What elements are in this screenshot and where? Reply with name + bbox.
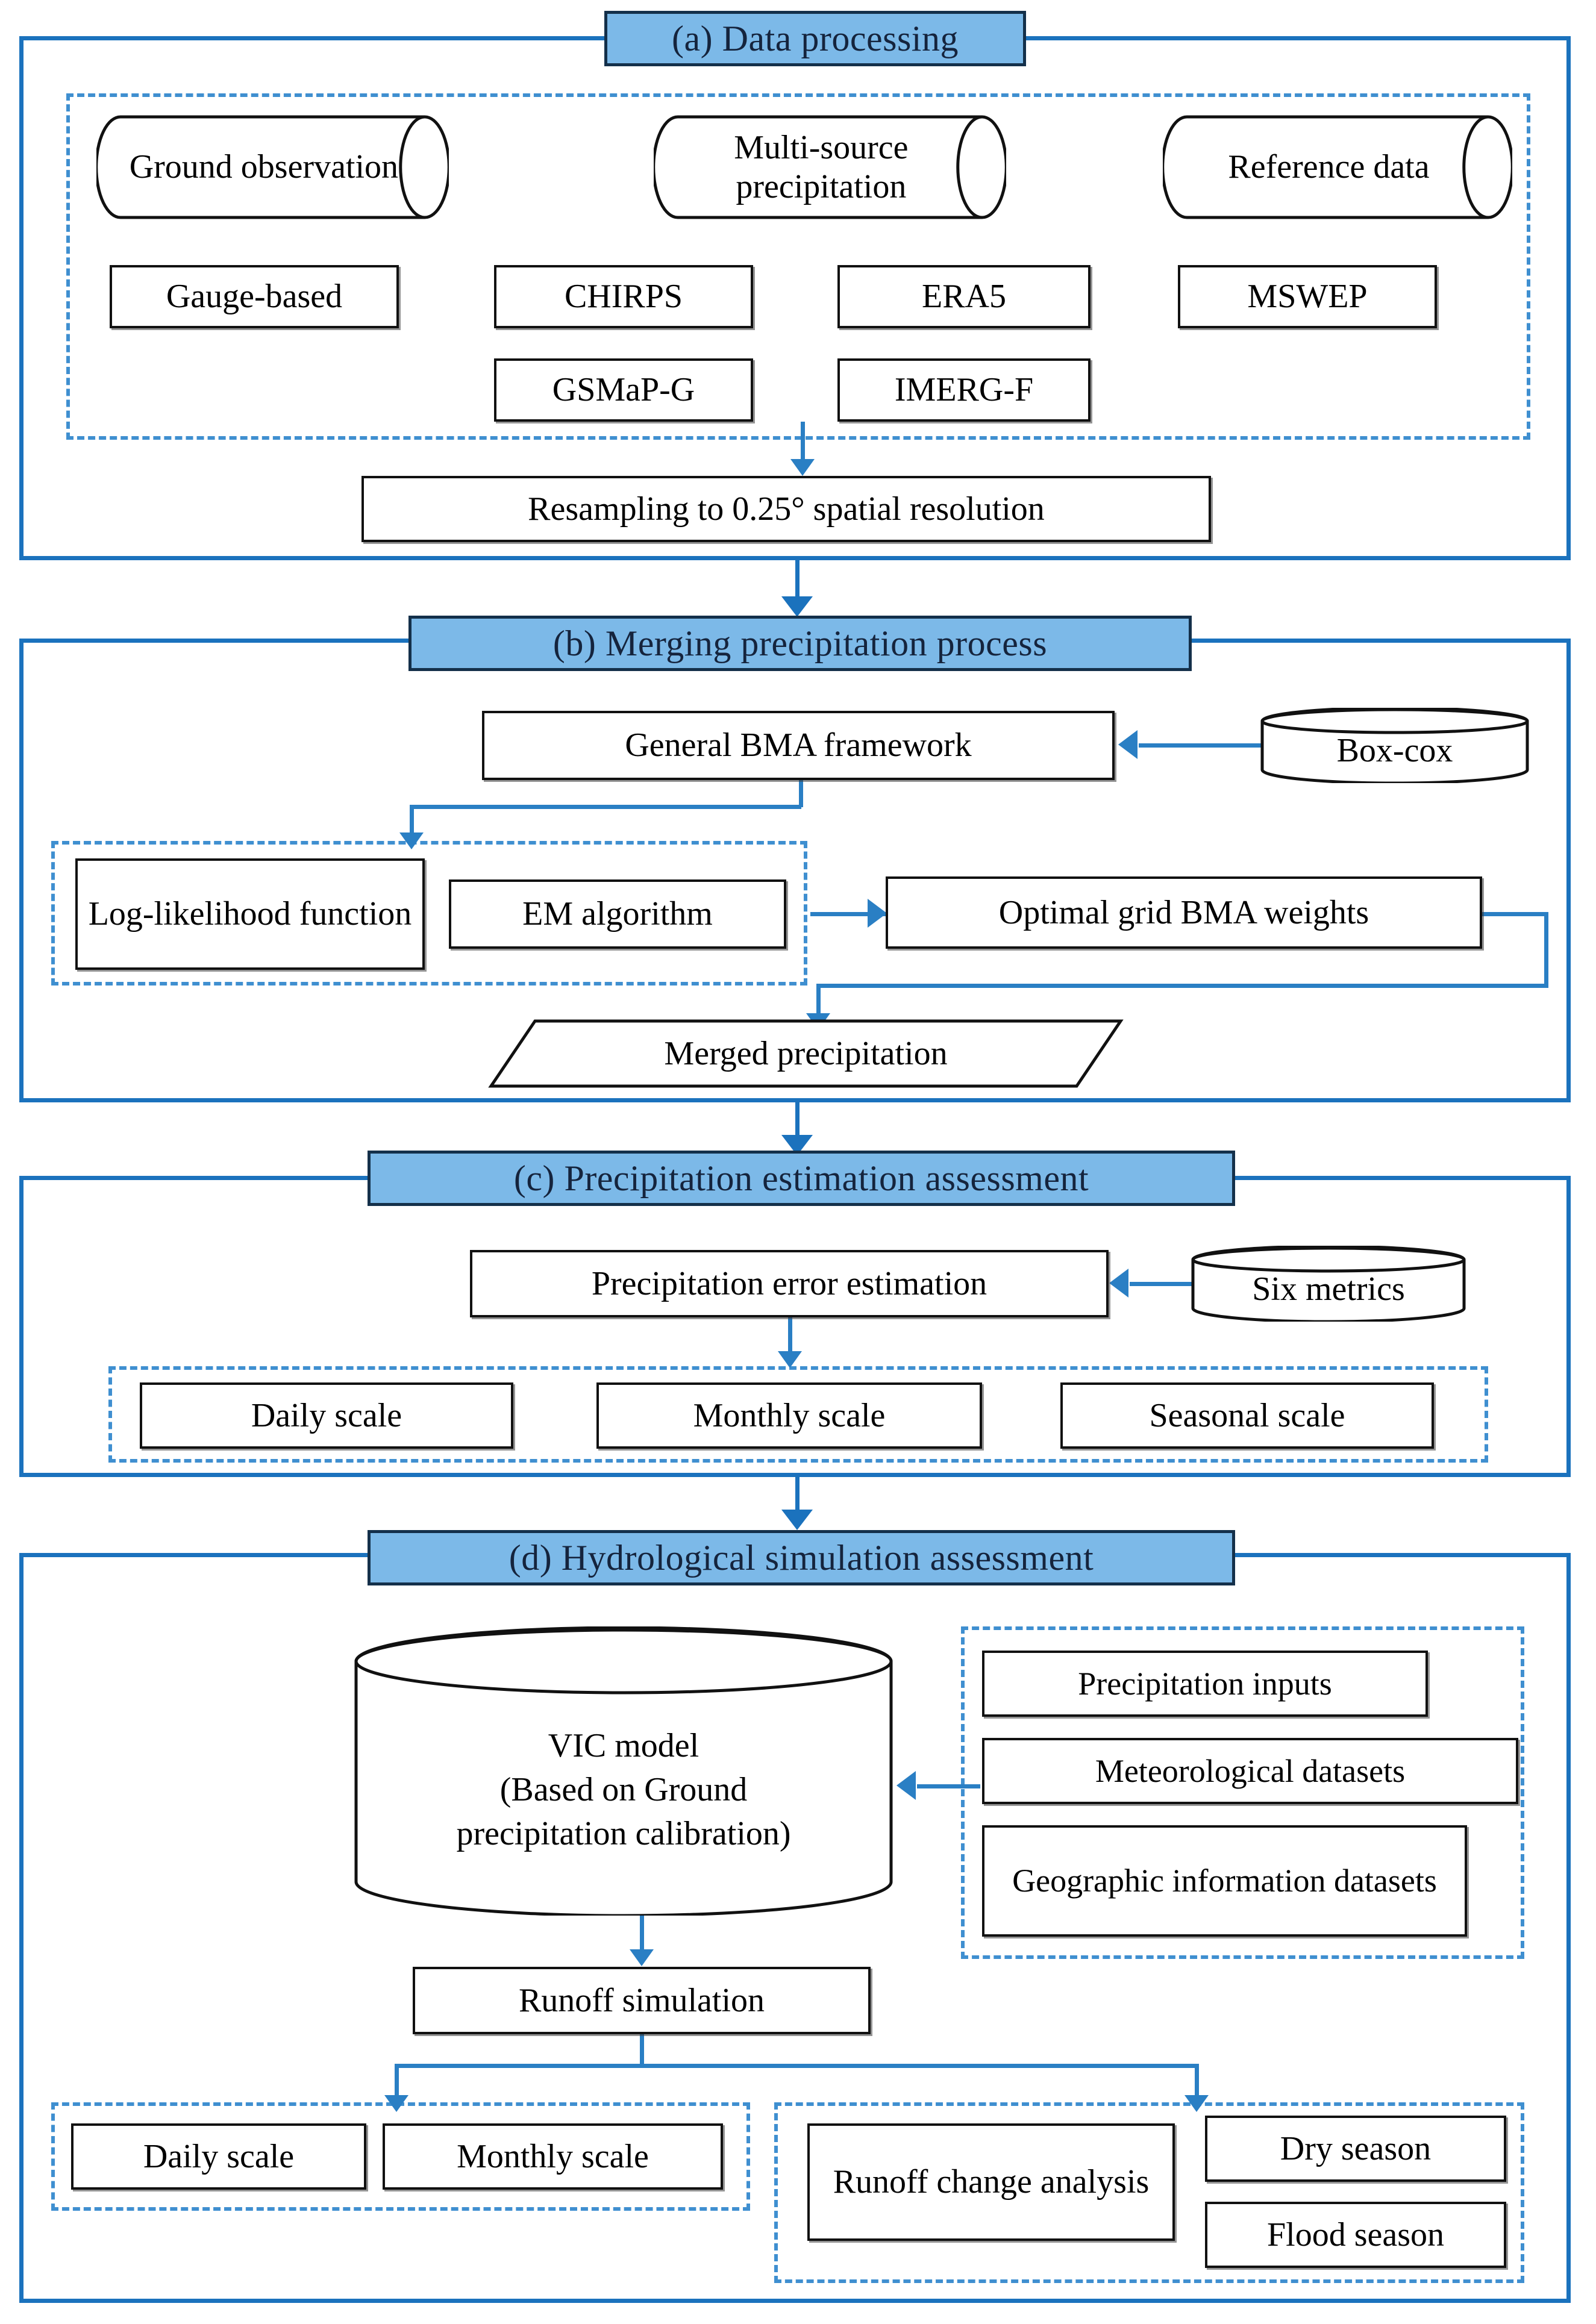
vic-model-line-2: (Based on Ground <box>499 1770 748 1808</box>
arrow-runoff-right-branch <box>1184 2095 1209 2112</box>
connector-weights-to-merged <box>816 984 821 1017</box>
reference-data-cylinder: Reference data <box>1163 114 1512 220</box>
section-d-analysis-group <box>774 2102 1524 2283</box>
em-algorithm-box: EM algorithm <box>449 879 786 949</box>
arrow-runoff-left-branch <box>384 2095 408 2112</box>
dataset-box-gsmap-g: GSMaP-G <box>494 358 753 422</box>
section-a-sources-group <box>66 93 1530 440</box>
input-box-precipitation-inputs: Precipitation inputs <box>982 1651 1428 1717</box>
six-metrics-label: Six metrics <box>1252 1270 1405 1308</box>
scale-box-daily: Daily scale <box>140 1382 513 1449</box>
connector-runoff-down <box>640 2034 644 2066</box>
vic-model-line-3: precipitation calibration) <box>456 1815 791 1853</box>
dataset-box-era5: ERA5 <box>837 265 1091 328</box>
section-b-title: (b) Merging precipitation process <box>408 616 1192 671</box>
ground-observation-cylinder: Ground observation <box>96 114 449 220</box>
arrow-a-to-resampling <box>790 459 815 476</box>
connector-boxcox-to-framework <box>1139 743 1262 748</box>
runoff-simulation-box: Runoff simulation <box>413 1967 871 2034</box>
connector-weights-right <box>1479 912 1548 916</box>
connector-framework-left <box>410 805 801 809</box>
reference-data-label: Reference data <box>1228 148 1430 186</box>
precipitation-error-estimation-box: Precipitation error estimation <box>470 1250 1109 1317</box>
arrow-em-to-weights <box>868 899 887 928</box>
scale-box-monthly: Monthly scale <box>596 1382 982 1449</box>
connector-c-to-d <box>795 1477 800 1514</box>
connector-vic-to-runoff <box>640 1916 644 1953</box>
connector-runoff-right-branch <box>1195 2064 1199 2099</box>
connector-metrics-to-error <box>1130 1282 1193 1286</box>
general-bma-framework-box: General BMA framework <box>482 711 1115 780</box>
box-cox-cylinder: Box-cox <box>1259 708 1530 783</box>
section-b-em-group <box>51 841 807 986</box>
connector-runoff-left-branch <box>395 2064 399 2099</box>
vic-model-line-1: VIC model <box>548 1726 699 1764</box>
dry-season-box: Dry season <box>1205 2116 1506 2182</box>
merged-precipitation-label: Merged precipitation <box>664 1035 948 1072</box>
section-c-title: (c) Precipitation estimation assessment <box>368 1151 1235 1206</box>
d-scale-box-daily: Daily scale <box>71 2123 366 2190</box>
connector-a-to-b <box>795 560 800 601</box>
runoff-change-analysis-label: Runoff change analysis <box>833 2163 1150 2201</box>
section-a-title: (a) Data processing <box>604 11 1026 66</box>
arrow-framework-to-group <box>399 832 424 849</box>
connector-runoff-split <box>395 2064 1199 2068</box>
section-c-scales-group <box>108 1366 1488 1463</box>
arrow-vic-to-runoff <box>630 1949 654 1966</box>
arrow-c-to-d <box>781 1510 813 1530</box>
merged-precipitation-parallelogram: Merged precipitation <box>488 1018 1124 1089</box>
connector-em-to-weights <box>810 912 886 916</box>
optimal-grid-bma-weights-box: Optimal grid BMA weights <box>886 876 1482 949</box>
dataset-box-imerg-f: IMERG-F <box>837 358 1091 422</box>
arrow-error-to-scales <box>778 1351 802 1368</box>
vic-model-cylinder: VIC model (Based on Ground precipitation… <box>352 1626 895 1916</box>
input-box-geographic-information-datasets: Geographic information datasets <box>982 1825 1467 1937</box>
multi-source-precipitation-cylinder: Multi-source precipitation <box>654 114 1006 220</box>
input-box-geographic-label: Geographic information datasets <box>1012 1863 1437 1899</box>
resampling-box: Resampling to 0.25° spatial resolution <box>361 476 1211 542</box>
arrow-metrics-to-error <box>1109 1269 1128 1298</box>
dataset-box-chirps: CHIRPS <box>494 265 753 328</box>
scale-box-seasonal: Seasonal scale <box>1060 1382 1434 1449</box>
input-box-meteorological-datasets: Meteorological datasets <box>982 1738 1518 1804</box>
log-likelihood-function-label: Log-likelihood function <box>88 895 412 933</box>
connector-error-to-scales <box>788 1317 792 1355</box>
six-metrics-cylinder: Six metrics <box>1190 1246 1467 1322</box>
multi-source-precipitation-label: Multi-source precipitation <box>734 129 909 205</box>
connector-a-to-resampling <box>801 422 805 464</box>
log-likelihood-function-box: Log-likelihood function <box>75 858 425 970</box>
connector-weights-down <box>1544 912 1548 987</box>
section-d-title: (d) Hydrological simulation assessment <box>368 1530 1235 1585</box>
runoff-change-analysis-box: Runoff change analysis <box>807 2123 1175 2241</box>
connector-framework-down <box>799 780 803 807</box>
arrow-boxcox-to-framework <box>1118 730 1138 759</box>
dataset-box-mswep: MSWEP <box>1178 265 1437 328</box>
d-scale-box-monthly: Monthly scale <box>383 2123 723 2190</box>
connector-weights-left <box>816 984 1548 988</box>
connector-framework-to-group <box>410 805 414 836</box>
section-d-inputs-group <box>961 1626 1524 1959</box>
connector-inputs-to-vic <box>917 1784 980 1788</box>
arrow-a-to-b <box>781 596 813 617</box>
box-cox-label: Box-cox <box>1336 731 1453 769</box>
arrow-inputs-to-vic <box>897 1771 916 1800</box>
connector-b-to-c <box>795 1102 800 1140</box>
flood-season-box: Flood season <box>1205 2202 1506 2268</box>
dataset-box-gauge-based: Gauge-based <box>110 265 399 328</box>
ground-observation-label: Ground observation <box>129 148 399 186</box>
